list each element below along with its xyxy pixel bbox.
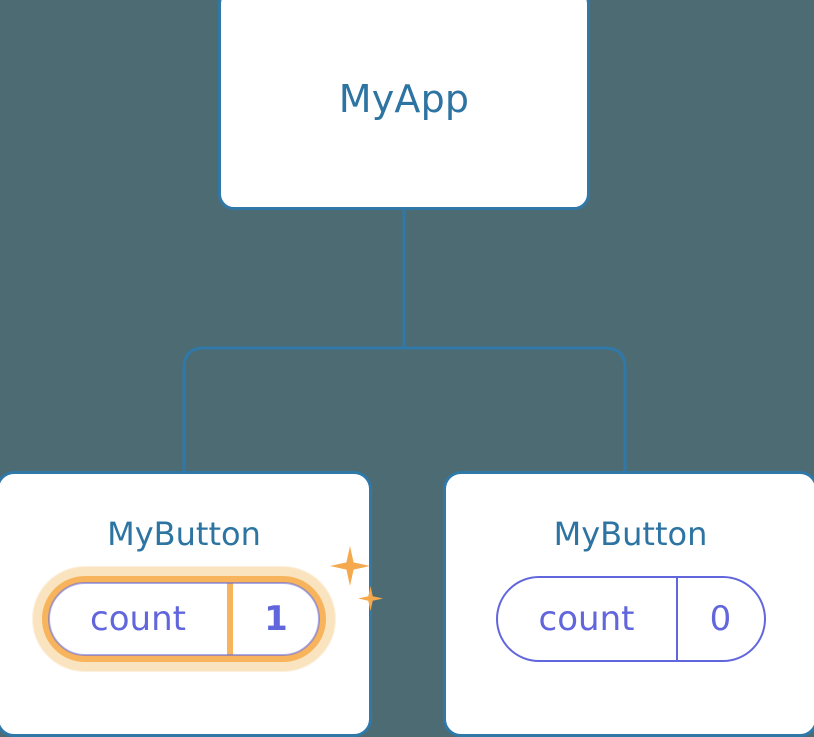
state-pill-right[interactable]: count 0	[495, 576, 766, 662]
node-mybutton-left-title: MyButton	[107, 515, 261, 553]
state-key-right: count	[498, 578, 678, 660]
state-pill-wrap-right: count 0	[495, 576, 766, 662]
node-mybutton-right[interactable]: MyButton count 0	[443, 471, 814, 737]
update-sparkles	[326, 546, 388, 632]
state-pill-left[interactable]: count 1	[42, 576, 326, 662]
state-key-left: count	[49, 583, 233, 655]
state-value-right: 0	[709, 599, 732, 639]
node-mybutton-right-title: MyButton	[553, 515, 708, 553]
sparkle-small-icon	[358, 586, 383, 611]
state-pill-wrap-left: count 1	[42, 546, 383, 662]
node-myapp-title: MyApp	[338, 77, 470, 121]
sparkle-large-icon	[330, 546, 370, 586]
state-value-left: 1	[264, 599, 288, 639]
node-myapp[interactable]: MyApp	[218, 0, 590, 210]
node-mybutton-left[interactable]: MyButton count 1	[0, 471, 383, 737]
edge-branch-bar	[182, 346, 627, 471]
